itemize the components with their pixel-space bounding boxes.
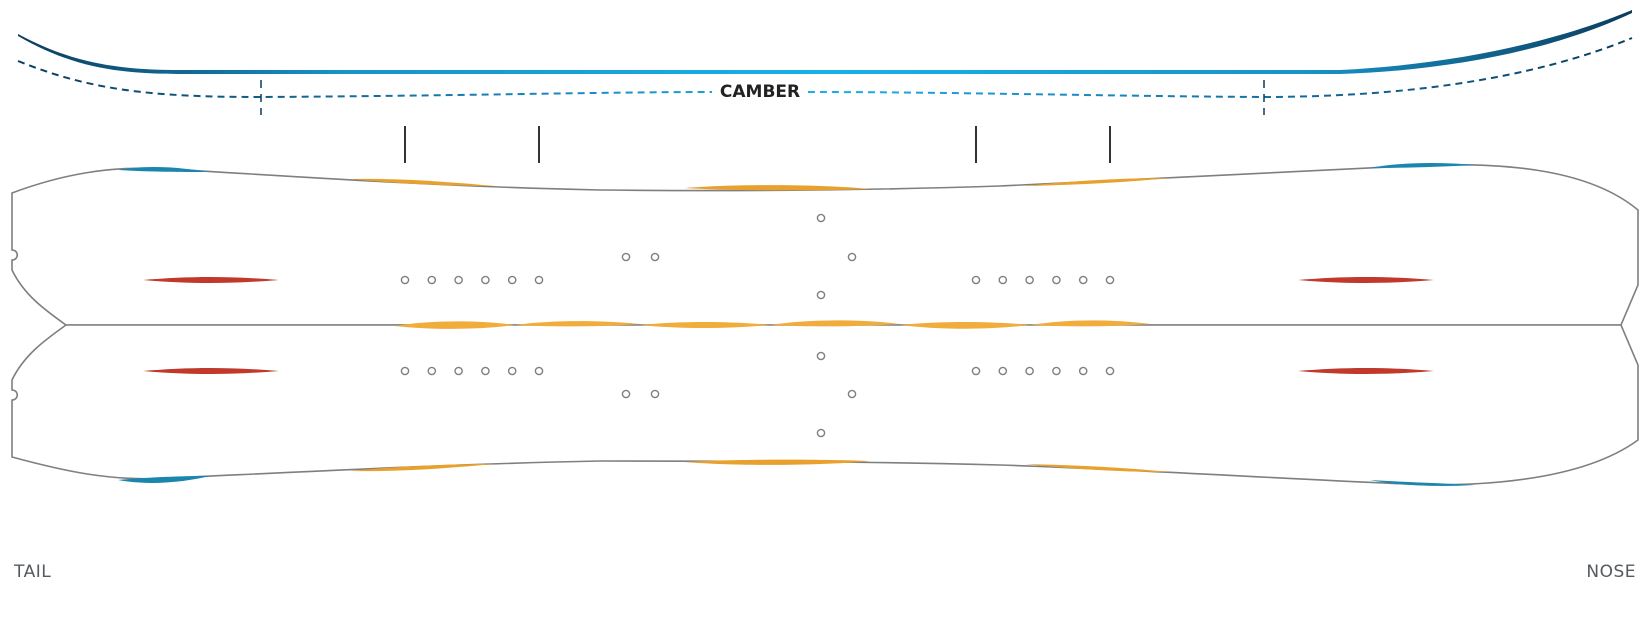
- center-pair-insert: [621, 389, 631, 399]
- contact-accent-nose-bottom: [1298, 368, 1434, 374]
- sidecut-accent-top-left: [350, 178, 495, 186]
- front-binding-insert-top: [1025, 275, 1034, 285]
- sidecut-accent-bottom-center: [685, 459, 870, 465]
- edge-accent-nose-bottom: [1370, 480, 1475, 486]
- contact-accent-nose-top: [1298, 277, 1434, 283]
- center-pair-insert: [650, 389, 660, 399]
- center-insert: [816, 428, 826, 438]
- tail-label: TAIL: [14, 562, 52, 582]
- front-binding-insert-bottom: [1052, 366, 1061, 376]
- sidecut-accent-top-center: [685, 185, 870, 191]
- front-binding-insert-bottom: [971, 366, 981, 376]
- rear-binding-insert-bottom: [507, 366, 517, 376]
- front-binding-insert-top: [998, 275, 1008, 285]
- seam-accent-4: [770, 320, 900, 327]
- sidecut-accents: [350, 178, 1170, 472]
- nose-label: NOSE: [1586, 562, 1636, 582]
- insert-holes: [400, 213, 1115, 438]
- center-seam-accents: [395, 320, 1150, 329]
- edge-accents: [118, 163, 1475, 486]
- center-insert: [816, 213, 826, 223]
- rear-binding-insert-top: [481, 275, 490, 285]
- contact-accent-tail-top: [143, 277, 279, 283]
- contact-accent-tail-bottom: [143, 368, 279, 374]
- contact-accents: [143, 277, 1434, 374]
- edge-accent-tail-top: [118, 166, 210, 172]
- seam-accent-2: [515, 321, 640, 327]
- rear-binding-insert-top: [400, 275, 410, 285]
- seam-accent-6: [1030, 320, 1150, 327]
- camber-profile: CAMBER: [17, 10, 1633, 115]
- seam-accent-5: [900, 322, 1030, 329]
- camber-dashed-line: [17, 37, 1633, 99]
- front-binding-insert-bottom: [1078, 366, 1088, 376]
- edge-accent-tail-bottom: [118, 476, 210, 483]
- front-binding-insert-top: [1052, 275, 1061, 285]
- rear-binding-insert-bottom: [454, 366, 463, 376]
- front-binding-insert-top: [1105, 275, 1115, 285]
- rear-binding-insert-bottom: [534, 366, 544, 376]
- sidecut-accent-top-right: [1025, 178, 1170, 186]
- front-binding-insert-bottom: [1025, 366, 1034, 376]
- front-binding-insert-top: [1078, 275, 1088, 285]
- sidecut-accent-bottom-right: [1025, 464, 1170, 472]
- camber-label: CAMBER: [720, 82, 800, 102]
- rear-binding-insert-top: [454, 275, 463, 285]
- rear-binding-insert-top: [427, 275, 437, 285]
- center-insert: [847, 252, 857, 262]
- seam-accent-3: [640, 322, 770, 328]
- profile-base-line: [18, 10, 1632, 74]
- center-pair-insert: [650, 252, 660, 262]
- center-insert: [847, 389, 857, 399]
- front-binding-insert-bottom: [1105, 366, 1115, 376]
- rear-binding-insert-top: [507, 275, 517, 285]
- rear-binding-insert-top: [534, 275, 544, 285]
- rear-binding-insert-bottom: [481, 366, 490, 376]
- center-insert: [816, 351, 826, 361]
- sidecut-accent-bottom-left: [350, 464, 495, 472]
- center-insert: [816, 290, 826, 300]
- rear-binding-insert-bottom: [427, 366, 437, 376]
- front-binding-insert-bottom: [998, 366, 1008, 376]
- seam-accent-1: [395, 321, 515, 329]
- edge-accent-nose-top: [1370, 163, 1475, 168]
- binding-reference-marks: [404, 126, 1111, 163]
- rear-binding-insert-bottom: [400, 366, 410, 376]
- front-binding-insert-top: [971, 275, 981, 285]
- center-pair-insert: [621, 252, 631, 262]
